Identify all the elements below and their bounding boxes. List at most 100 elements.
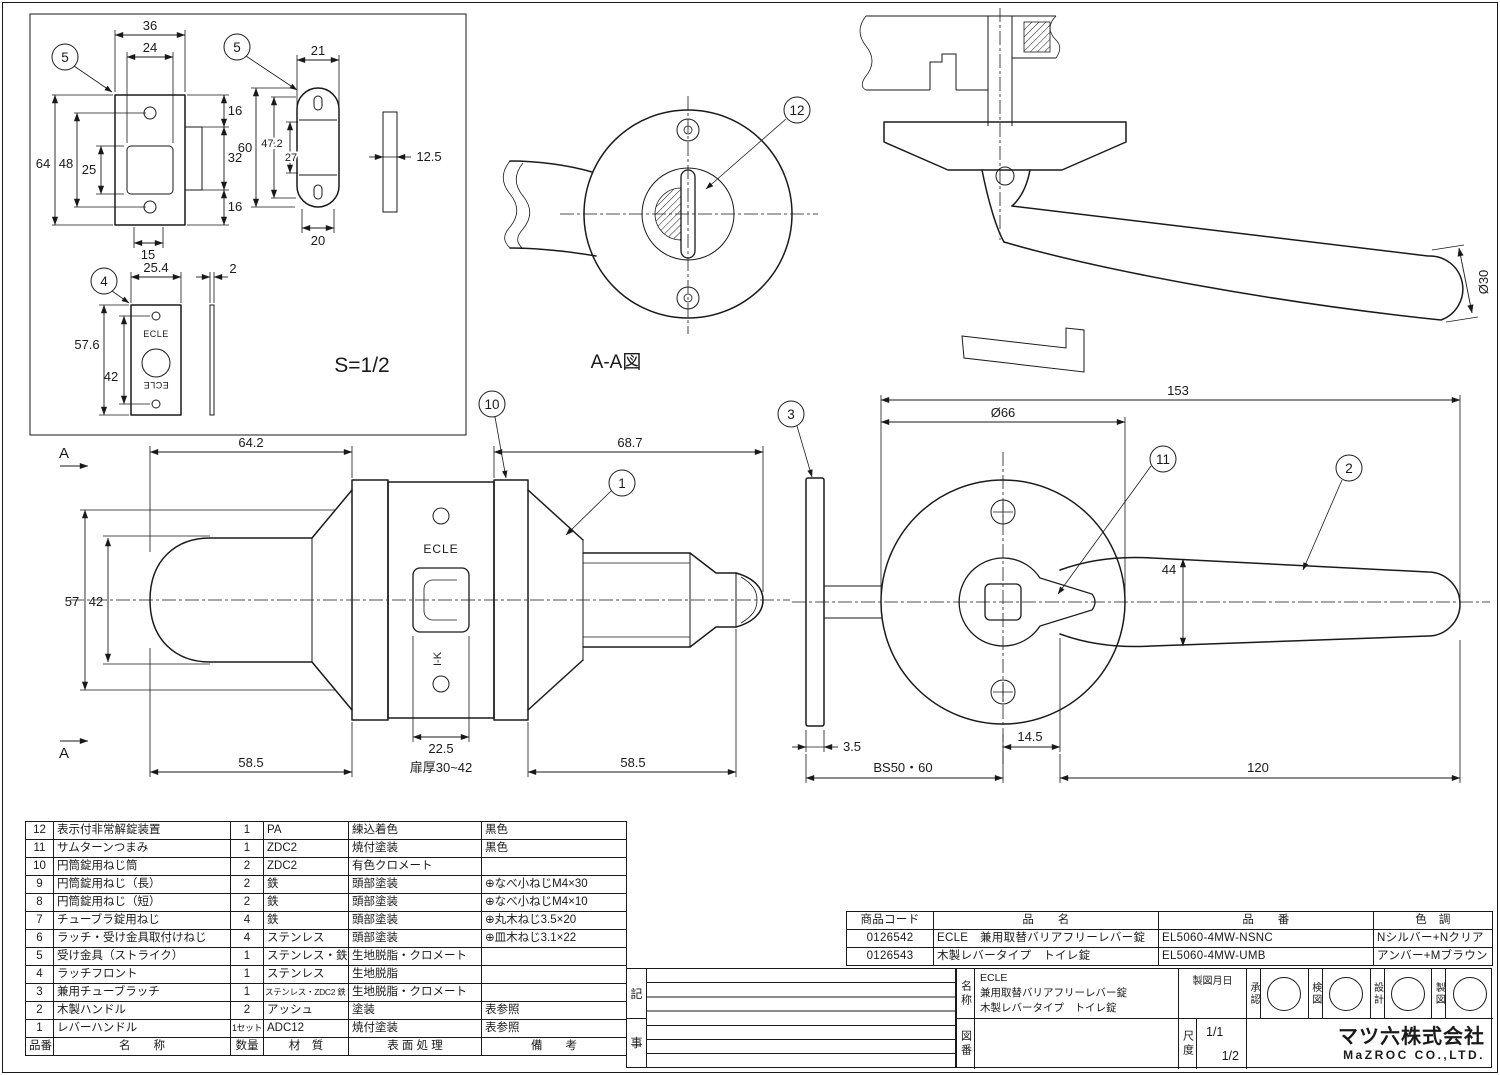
header-material: 材 質 [263, 1037, 349, 1056]
cell-name: サムターンつまみ [53, 839, 231, 858]
dimension-label: 27 [285, 152, 297, 164]
dimension-label: 47.2 [261, 138, 282, 150]
dimension-label: 153 [1167, 383, 1189, 398]
drawing-number-cell: 図番 [957, 1019, 1179, 1069]
parts-row: 8 円筒錠用ねじ（短） 2 鉄 頭部塗装 ⊕なべ小ねじM4×10 [25, 893, 627, 912]
parts-row: 3 兼用チューブラッチ 1 ステンレス・ZDC2 鉄 生地脱脂・クロメート [25, 983, 627, 1002]
header-name: 名 称 [53, 1037, 231, 1056]
section-view-aa: 12 A-A図 [502, 96, 818, 373]
cell-finish: 練込着色 [348, 821, 482, 840]
callout-number: 1 [618, 476, 626, 491]
dimension-label: 21 [311, 43, 325, 58]
cell-finish: 頭部塗装 [348, 893, 482, 912]
cell-qty: 1 [230, 947, 264, 966]
cell-name: ラッチフロント [53, 965, 231, 984]
cell-remarks [481, 857, 627, 876]
cell-remarks: ⊕皿木ねじ3.1×22 [481, 929, 627, 948]
indicator-plate-view: ECLE ECLE 25.4 2 57.6 42 4 [74, 260, 237, 416]
cell-finish: 生地脱脂 [348, 965, 482, 984]
cell-material: アッシュ [263, 1001, 349, 1020]
parts-row: 4 ラッチフロント 1 ステンレス 生地脱脂 [25, 965, 627, 984]
cell-finish: 頭部塗装 [348, 929, 482, 948]
cell-no: 3 [25, 983, 54, 1002]
product-table: 商品コード 品 名 品 番 色 調 0126542 ECLE 兼用取替バリアフリ… [846, 911, 1493, 966]
cell-remarks: 黒色 [481, 821, 627, 840]
cell-qty: 1セット [230, 1019, 264, 1038]
cell-qty: 1 [230, 839, 264, 858]
cell-finish: 塗装 [348, 1001, 482, 1020]
callout-number: 4 [100, 274, 108, 289]
detail-views-box: 36 24 64 48 25 16 32 16 15 5 [29, 13, 467, 436]
cell-no: 11 [25, 839, 54, 858]
cell-product-number: EL5060-4MW-NSNC [1158, 929, 1374, 948]
parts-row: 9 円筒錠用ねじ（長） 2 鉄 頭部塗装 ⊕なべ小ねじM4×30 [25, 875, 627, 894]
cell-finish: 生地脱脂・クロメート [348, 983, 482, 1002]
product-header-row: 商品コード 品 名 品 番 色 調 [846, 911, 1493, 930]
latch-front-side-profile [382, 111, 398, 213]
cell-remarks: 表参照 [481, 1001, 627, 1020]
stamp-label: 設計 [1371, 969, 1385, 1018]
stamp-circle [1390, 976, 1425, 1011]
cell-qty: 2 [230, 875, 264, 894]
scale-label: 尺度 [1179, 1019, 1197, 1069]
dimension-label: 44 [1162, 562, 1176, 577]
cell-no: 10 [25, 857, 54, 876]
header-finish: 表 面 処 理 [348, 1037, 482, 1056]
title-block: 名称 ECLE 兼用取替バリアフリーレバー錠 木製レバータイプ トイレ錠 図番 … [956, 968, 1493, 1069]
callout-number: 11 [1156, 452, 1170, 467]
header-product-number: 品 番 [1158, 911, 1374, 930]
stamp-label: 製図 [1432, 969, 1447, 1018]
cell-no: 12 [25, 821, 54, 840]
cell-no: 6 [25, 929, 54, 948]
parts-header-row: 品番 名 称 数量 材 質 表 面 処 理 備 考 [25, 1037, 627, 1056]
dimension-label: 16 [228, 199, 242, 214]
front-view: 153 Ø66 44 3.5 BS50・60 14.5 120 3 11 2 [777, 383, 1490, 783]
stamp-circle [1267, 976, 1302, 1011]
cell-qty: 2 [230, 893, 264, 912]
callout-number: 5 [233, 40, 241, 55]
drawing-date-cell: 製図月日 [1179, 969, 1247, 1019]
scale-value-1: 1/1 [1206, 1025, 1224, 1039]
product-title-line: 兼用取替バリアフリーレバー錠 [980, 987, 1127, 1000]
callout-balloon [608, 469, 636, 497]
backset-label: BS50・60 [873, 760, 932, 775]
dimension-label: 2 [229, 261, 236, 276]
callout-number: 5 [61, 50, 69, 65]
dimension-label: 58.5 [620, 755, 645, 770]
dimension-label: 48 [59, 156, 73, 171]
cell-finish: 頭部塗装 [348, 911, 482, 930]
cell-material: 鉄 [263, 875, 349, 894]
parts-row: 7 チューブラ錠用ねじ 4 鉄 頭部塗装 ⊕丸木ねじ3.5×20 [25, 911, 627, 930]
callout-number: 10 [484, 397, 499, 412]
section-marker: A [59, 445, 69, 462]
header-no: 品番 [25, 1037, 54, 1056]
parts-row: 6 ラッチ・受け金具取付けねじ 4 ステンレス 頭部塗装 ⊕皿木ねじ3.1×22 [25, 929, 627, 948]
cell-qty: 4 [230, 929, 264, 948]
cell-finish: 生地脱脂・クロメート [348, 947, 482, 966]
cell-qty: 1 [230, 965, 264, 984]
dimension-label: 14.5 [1017, 729, 1042, 744]
notes-label-strip: 記 事 [627, 969, 647, 1067]
header-color: 色 調 [1373, 911, 1493, 930]
callout-balloon [1149, 445, 1177, 473]
parts-row: 2 木製ハンドル 2 アッシュ 塗装 表参照 [25, 1001, 627, 1020]
spindle-hole [984, 583, 1022, 621]
cell-product-name: ECLE 兼用取替バリアフリーレバー錠 [933, 929, 1159, 948]
callout-balloon [51, 43, 79, 71]
cell-no: 5 [25, 947, 54, 966]
cell-name: 兼用チューブラッチ [53, 983, 231, 1002]
notes-ruled-lines [647, 969, 955, 1067]
cell-remarks [481, 965, 627, 984]
cell-name: 木製ハンドル [53, 1001, 231, 1020]
stamp-draft: 製図 [1432, 969, 1493, 1018]
cell-material: ステンレス・ZDC2 鉄 [263, 983, 349, 1002]
cell-qty: 2 [230, 1001, 264, 1020]
cell-remarks: 黒色 [481, 839, 627, 858]
title-name-label: 名称 [957, 969, 975, 1018]
stamp-design: 設計 [1371, 969, 1433, 1018]
company-cell: マツ六株式会社 MaZROC CO.,LTD. [1247, 1019, 1493, 1069]
parts-row: 10 円筒錠用ねじ筒 2 ZDC2 有色クロメート [25, 857, 627, 876]
cell-material: ステンレス [263, 965, 349, 984]
section-marker: A [59, 745, 69, 762]
